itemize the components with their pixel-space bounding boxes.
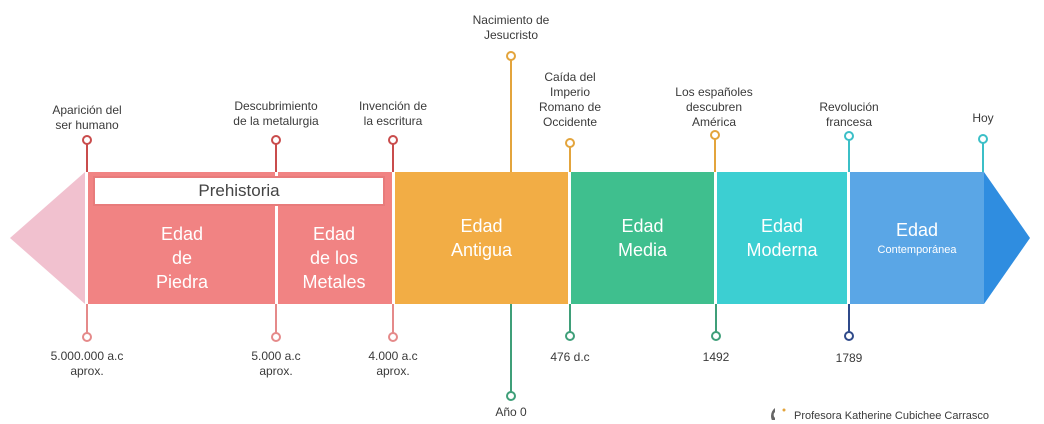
prehistoria-label: Prehistoria [198,181,280,200]
marker-jesucristo [506,51,516,61]
label-edad-metales: Edad de los Metales [302,224,366,292]
marker-metalurgia [271,135,281,145]
date-1492: 1492 [702,350,730,364]
segment-edad-media: Edad Media [571,172,714,304]
marker-d7 [844,331,854,341]
label-contemporanea-sub: Contemporánea [877,244,957,256]
event-caida: Caída del Imperio Romano de Occidente [538,70,602,129]
marker-america [710,130,720,140]
event-hoy: Hoy [972,111,994,125]
segment-edad-antigua: Edad Antigua [395,172,568,304]
divider-1 [275,172,278,304]
event-revolucion: Revolución francesa [819,100,879,129]
marker-d5 [565,331,575,341]
date-4000: 4.000 a.c aprox. [368,349,418,378]
prehistoria-label-box: Prehistoria [93,176,385,206]
marker-escritura [388,135,398,145]
marker-d4 [506,391,516,401]
date-1789: 1789 [835,351,863,365]
label-edad-contemporanea: Edad [895,220,939,240]
marker-d6 [711,331,721,341]
label-edad-moderna: Edad Moderna [746,216,818,260]
bottom-connectors [82,304,854,401]
top-connectors [82,51,988,172]
segment-edad-moderna: Edad Moderna [717,172,847,304]
event-aparicion: Aparición del ser humano [52,103,122,132]
label-edad-media: Edad Media [617,216,668,260]
marker-d1 [82,332,92,342]
date-5000: 5.000 a.c aprox. [251,349,301,378]
event-america: Los españoles descubren América [675,85,753,129]
marker-caida [565,138,575,148]
event-jesucristo: Nacimiento de Jesucristo [472,13,550,42]
segment-edad-contemporanea: Edad Contemporánea [850,172,984,304]
divider-2 [392,172,395,304]
left-arrow-head [10,172,85,304]
date-ano-0: Año 0 [495,405,527,419]
event-metalurgia: Descubrimiento de la metalurgia [233,99,319,128]
marker-d2 [271,332,281,342]
date-476: 476 d.c [550,350,590,364]
event-escritura: Invención de la escritura [358,99,428,128]
date-5000000: 5.000.000 a.c aprox. [50,349,124,378]
marker-d3 [388,332,398,342]
marker-hoy [978,134,988,144]
label-edad-piedra: Edad de Piedra [155,224,209,292]
marker-revolucion [844,131,854,141]
label-edad-antigua: Edad Antigua [450,216,513,260]
marker-aparicion [82,135,92,145]
credit-text: Profesora Katherine Cubichee Carrasco [794,410,990,422]
right-arrow-head [984,172,1030,304]
